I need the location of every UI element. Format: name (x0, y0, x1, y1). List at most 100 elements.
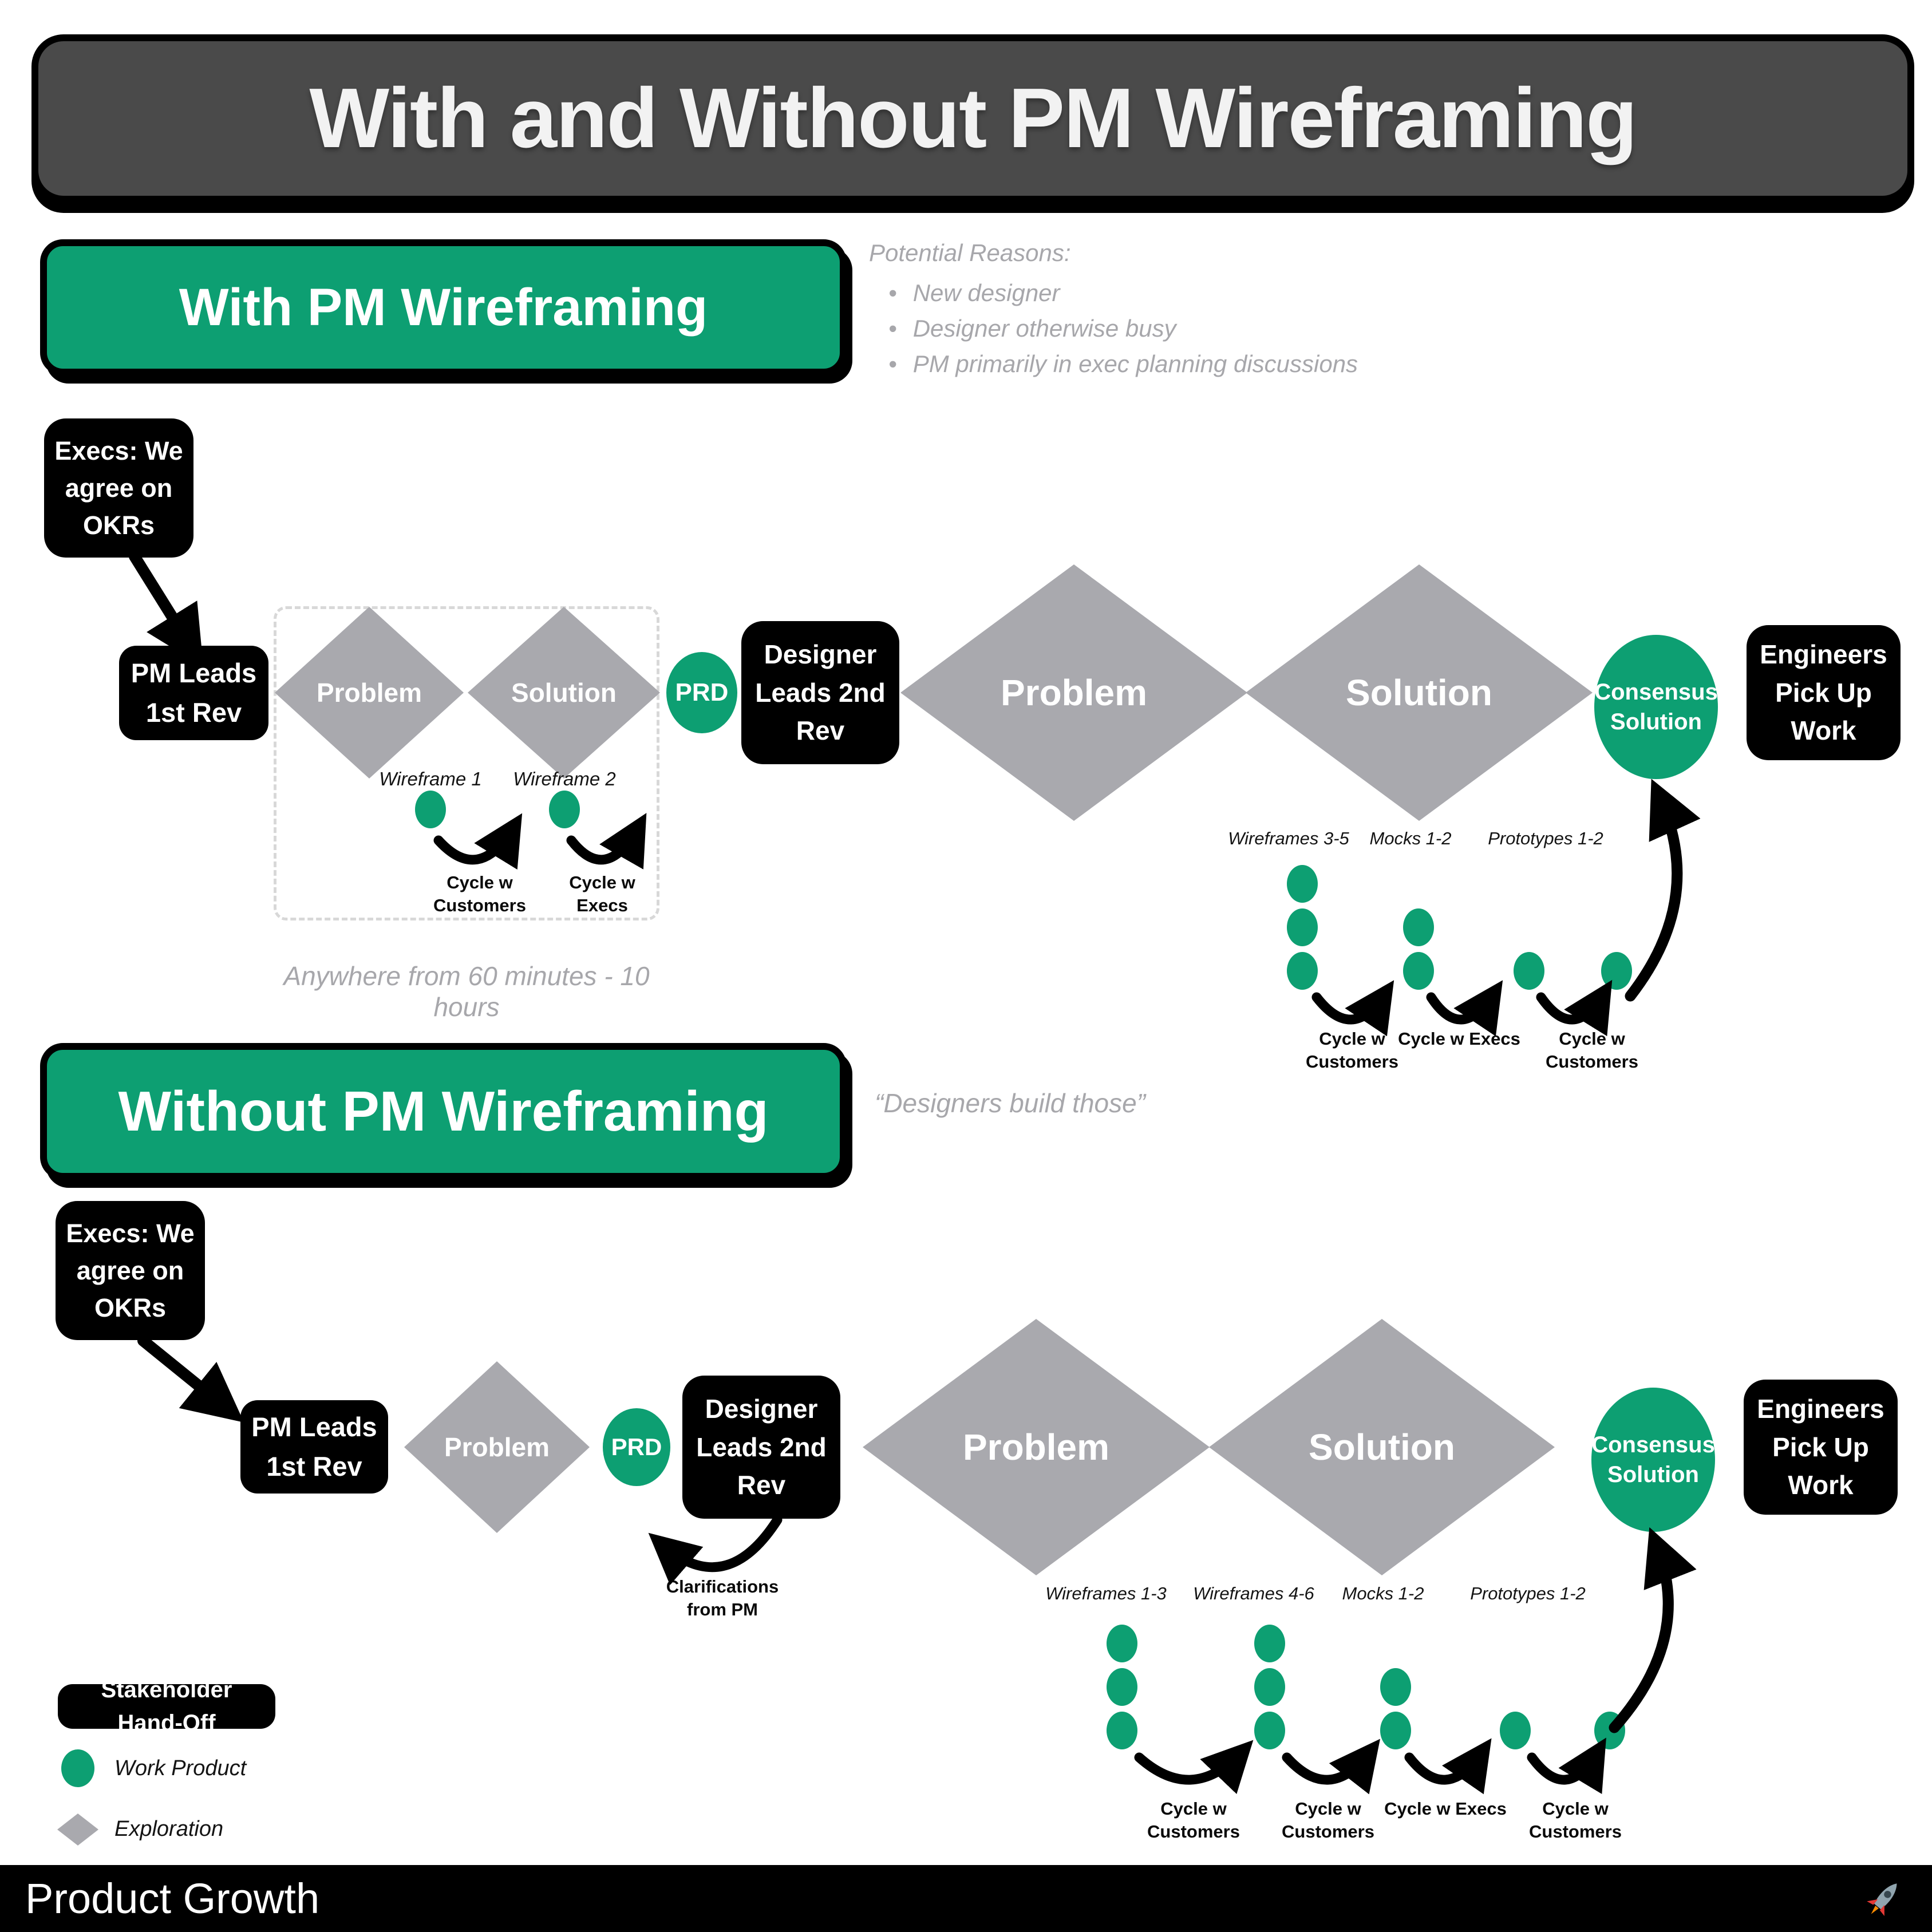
bullet-icon: • (888, 279, 897, 306)
without-pm-banner: Without PM Wireframing (40, 1043, 847, 1180)
pm-leads-label: PM Leads 1st Rev (251, 1412, 377, 1481)
execs-okrs-node: Execs: We agree on OKRs (44, 418, 193, 558)
bullet-icon: • (888, 350, 897, 377)
work-product-dot (549, 791, 580, 828)
work-product-dot (1107, 1712, 1137, 1749)
cluster-label-mocks-1-2: Mocks 1-2 (1342, 1583, 1424, 1603)
cycle-label: Cycle w Customers (1529, 1799, 1622, 1842)
cycle-execs-label: Cycle w Execs (569, 872, 635, 915)
engineers-pick-up-work-node: Engineers Pick Up Work (1747, 625, 1901, 760)
to-consensus-arrow (1609, 1527, 1697, 1733)
rocket-icon (1861, 1876, 1907, 1922)
problem-exploration-diamond-large: Problem (863, 1319, 1210, 1575)
footer-bar: Product Growth (0, 1865, 1932, 1932)
reasons-heading: Potential Reasons: (869, 239, 1071, 266)
work-product-dot (1601, 952, 1632, 990)
designer-leads-2nd-rev-node: Designer Leads 2nd Rev (741, 621, 899, 764)
prd-label: PRD (611, 1433, 662, 1460)
engineers-label: Engineers Pick Up Work (1757, 1393, 1884, 1500)
stakeholder-handoff-label: Stakeholder Hand-Off (101, 1677, 232, 1736)
cycle-label: Cycle w Customers (1282, 1799, 1374, 1842)
cluster-label-wireframes-3-5: Wireframes 3-5 (1228, 828, 1349, 848)
work-product-dot (1403, 952, 1434, 990)
execs-okrs-label: Execs: We agree on OKRs (66, 1218, 195, 1323)
problem-small-label: Problem (444, 1432, 550, 1462)
work-product-dot (1287, 908, 1318, 946)
reason-item: •Designer otherwise busy (888, 315, 1176, 342)
work-product-dot (1594, 1712, 1625, 1749)
wireframe1-label: Wireframe 1 (379, 768, 482, 789)
work-product-dot (1514, 952, 1544, 990)
work-product-dot (1287, 952, 1318, 990)
cycle-arc-arrow (1527, 1737, 1606, 1795)
solution-exploration-diamond-large: Solution (1246, 564, 1593, 821)
prd-node: PRD (666, 652, 737, 733)
cycle-label: Cycle w Execs (1384, 1799, 1507, 1819)
engineers-label: Engineers Pick Up Work (1760, 639, 1887, 746)
consensus-solution-node: Consensus Solution (1594, 635, 1718, 779)
cluster-label-prototypes-1-2: Prototypes 1-2 (1470, 1583, 1586, 1603)
consensus-solution-node: Consensus Solution (1591, 1388, 1715, 1532)
prd-node: PRD (603, 1408, 670, 1486)
page-title: With and Without PM Wireframing (309, 71, 1637, 165)
consensus-solution-label: Consensus Solution (1594, 679, 1718, 734)
work-product-dot (1403, 908, 1434, 946)
designers-build-quote: “Designers build those” (875, 1088, 1146, 1118)
engineers-pick-up-work-node: Engineers Pick Up Work (1744, 1380, 1898, 1515)
cluster-label-wireframes-1-3: Wireframes 1-3 (1045, 1583, 1167, 1603)
with-pm-banner: With PM Wireframing (40, 239, 847, 376)
exploration-legend-label: Exploration (114, 1817, 224, 1841)
solution-large-label: Solution (1346, 672, 1492, 713)
cycle-label: Cycle w Customers (1147, 1799, 1240, 1842)
wireframe2-label: Wireframe 2 (513, 768, 616, 789)
work-product-dot (1287, 865, 1318, 903)
problem-large-label: Problem (962, 1427, 1110, 1468)
work-product-legend-dot (61, 1749, 94, 1787)
work-product-dot (1254, 1668, 1285, 1706)
work-product-dot (1500, 1712, 1531, 1749)
reason-item: •PM primarily in exec planning discussio… (888, 350, 1358, 377)
execs-okrs-label: Execs: We agree on OKRs (54, 436, 183, 540)
clarifications-arrow (648, 1515, 783, 1586)
solution-large-label: Solution (1309, 1427, 1455, 1468)
cycle-customers-label: Cycle w Customers (433, 872, 526, 915)
bullet-icon: • (888, 315, 897, 342)
problem-exploration-diamond-small: Problem (404, 1361, 590, 1533)
cycle-label: Cycle w Execs (1398, 1029, 1520, 1049)
problem-small-label: Problem (316, 678, 422, 708)
clarifications-from-pm-label: Clarifications from PM (666, 1577, 779, 1619)
exploration-legend-diamond (57, 1814, 98, 1846)
prd-label: PRD (675, 678, 729, 707)
work-product-dot (1380, 1712, 1411, 1749)
solution-small-label: Solution (511, 678, 617, 708)
cycle-arc-arrow (1404, 1738, 1492, 1795)
without-pm-banner-label: Without PM Wireframing (118, 1080, 769, 1143)
solution-exploration-diamond-large: Solution (1209, 1319, 1555, 1575)
problem-large-label: Problem (1000, 672, 1148, 713)
cycle-arc-arrow (1311, 980, 1394, 1037)
designer-leads-label: Designer Leads 2nd Rev (755, 639, 886, 746)
to-consensus-arrow (1625, 779, 1701, 1002)
pm-wireframe-dashed-box (274, 606, 659, 920)
cluster-label-wireframes-4-6: Wireframes 4-6 (1193, 1583, 1314, 1603)
cycle-arc-arrow (1134, 1740, 1254, 1795)
cycle-arc-arrow (1536, 979, 1613, 1037)
execs-to-pm-arrow (129, 551, 204, 667)
title-banner: With and Without PM Wireframing (31, 34, 1914, 203)
pm-leads-1st-rev-node: PM Leads 1st Rev (119, 646, 268, 740)
work-product-dot (1254, 1625, 1285, 1662)
work-product-dot (1254, 1712, 1285, 1749)
designer-leads-label: Designer Leads 2nd Rev (696, 1393, 827, 1500)
consensus-solution-label: Consensus Solution (1591, 1432, 1715, 1487)
cluster-label-mocks-1-2: Mocks 1-2 (1369, 828, 1452, 848)
work-product-dot (1380, 1668, 1411, 1706)
with-pm-banner-label: With PM Wireframing (179, 278, 708, 337)
problem-exploration-diamond-large: Problem (900, 564, 1247, 821)
execs-okrs-node: Execs: We agree on OKRs (56, 1201, 205, 1340)
brand-name: Product Growth (25, 1875, 320, 1922)
reason-item: •New designer (888, 279, 1060, 306)
duration-note: Anywhere from 60 minutes - 10 hours (283, 961, 650, 1022)
cluster-label-prototypes-1-2: Prototypes 1-2 (1488, 828, 1603, 848)
work-product-legend-label: Work Product (114, 1756, 247, 1780)
